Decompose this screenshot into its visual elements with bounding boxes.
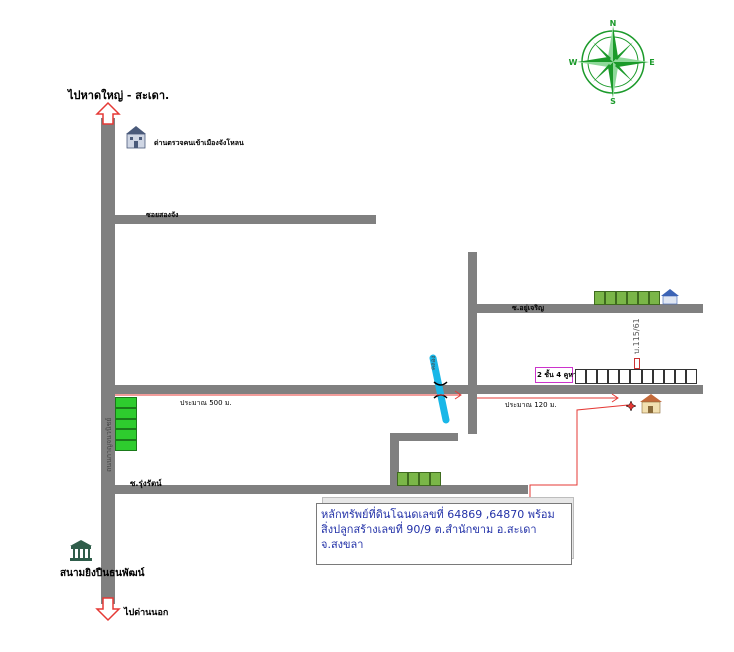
property-info-line-3: จ.สงขลา [321,538,364,551]
unit-marker [634,358,640,369]
road-soi-right [477,304,703,313]
distance-2-label: ประมาณ 120 ม. [505,401,557,409]
main-road-vertical-label: ถนนกาญจนวนิชย์ [105,417,113,472]
house-icon [640,394,662,414]
canal-label: คลอง [430,355,437,370]
main-road-vertical [101,118,115,604]
property-info-line-2: สิ่งปลูกสร้างเลขที่ 90/9 ต.สำนักขาม อ.สะ… [321,523,537,536]
route-arrow [115,390,629,507]
property-info-line-1: หลักทรัพย์ที่ดินโฉนดเลขที่ 64869 ,64870 … [321,508,555,521]
top-direction-label: ไปหาดใหญ่ - สะเดา. [68,89,170,102]
compass-s: S [610,97,616,106]
road-spur-vertical [390,433,399,485]
checkpoint-label: ด่านตรวจคนเข้าเมืองจังโหลน [154,139,244,147]
soi-right-label: ซ.อยู่เจริญ [512,304,544,312]
small-house-icon [661,289,679,305]
road-lower-soi [115,485,528,494]
green-blocks-vertical [115,397,137,451]
property-info-box: หลักทรัพย์ที่ดินโฉนดเลขที่ 64869 ,64870 … [316,503,572,565]
compass-w: W [569,58,578,67]
arrow-down-icon [95,597,121,622]
compass-n: N [610,19,617,28]
row-house-blocks [575,369,698,384]
main-road-horizontal [115,385,703,394]
building-label-box: 2 ชั้น 4 คูหา [535,367,577,383]
building-icon [126,126,146,149]
building-label: 2 ชั้น 4 คูหา [537,371,577,379]
stadium-label: สนามยิงปืนธนพัฒน์ [60,568,145,579]
road-spur-horizontal [390,433,458,441]
stadium-icon [70,540,92,561]
compass-e: E [649,58,654,67]
bottom-direction-label: ไปด่านนอก [124,608,169,618]
arrow-up-icon [95,101,121,125]
road-upper-soi [115,215,376,224]
blocks-soi-right [594,291,660,305]
blocks-lower-soi [397,472,441,486]
star-marker-icon [625,400,637,412]
road-vertical-right [468,252,477,434]
distance-1-label: ประมาณ 500 ม. [180,399,232,407]
soi-upper-label: ซอยสองจัง [146,211,179,219]
compass-rose-icon: N S E W [569,19,655,106]
soi-lower-label: ซ.รุ่งรัตน์ [130,479,162,488]
building-number: บ.115/61 [632,318,641,354]
